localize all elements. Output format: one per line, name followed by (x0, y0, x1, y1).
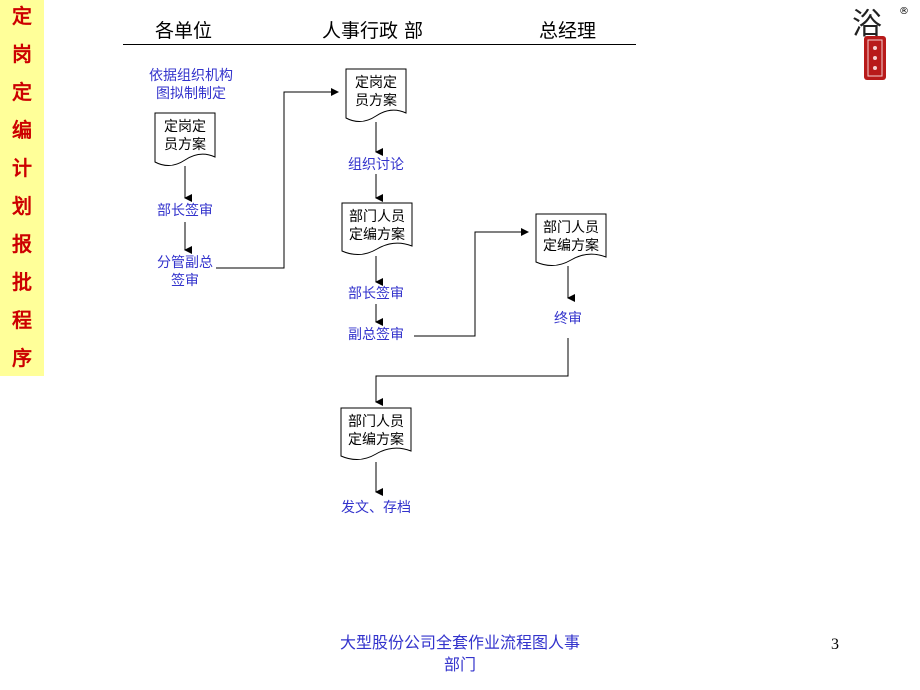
connector (216, 88, 339, 269)
connector (414, 228, 529, 337)
sidebar-char: 报 (12, 232, 32, 256)
doc-shape (341, 202, 413, 255)
column-header-hr-admin: 人事行政 部 (322, 20, 424, 42)
sidebar-char: 程 (12, 308, 32, 332)
basis-label: 依据组织机构 图拟制制定 (149, 68, 233, 102)
sidebar-char: 编 (12, 118, 32, 142)
footer-title-line2: 部门 (443, 655, 476, 674)
org-discuss-label: 组织讨论 (348, 157, 404, 173)
sidebar-char: 定 (12, 4, 32, 28)
final-review-label: 终审 (554, 311, 582, 327)
footer-title-line1: 大型股份公司全套作业流程图人事 (339, 633, 580, 652)
doc-shape (535, 213, 607, 266)
header-divider (123, 44, 636, 45)
doc-text: 定岗定 员方案 (164, 119, 206, 153)
connector (375, 338, 569, 406)
page-number: 3 (831, 636, 839, 653)
issue-archive-label: 发文、存档 (341, 500, 411, 516)
dept-head-sign-label: 部长签审 (348, 286, 404, 302)
sidebar-char: 划 (12, 194, 32, 218)
vice-sign-label: 副总签审 (348, 327, 404, 343)
sidebar-title-bar: 定 岗 定 编 计 划 报 批 程 序 (0, 0, 44, 376)
doc-shape (340, 407, 412, 460)
doc-shape (345, 68, 407, 122)
doc-text: 部门人员 定编方案 (543, 220, 599, 254)
doc-text: 部门人员 定编方案 (348, 414, 404, 448)
sidebar-char: 序 (12, 346, 32, 370)
doc-text: 定岗定 员方案 (355, 75, 397, 109)
doc-text: 部门人员 定编方案 (349, 209, 405, 243)
seal-logo-icon: 浴 (850, 6, 900, 82)
dept-head-sign-label: 部长签审 (157, 203, 213, 219)
footer-title: 大型股份公司全套作业流程图人事 部门 (300, 632, 620, 676)
doc-shape (154, 112, 216, 166)
registered-mark: ® (899, 6, 909, 17)
sidebar-char: 计 (12, 156, 32, 180)
sidebar-char: 定 (12, 80, 32, 104)
column-header-units: 各单位 (155, 20, 213, 42)
vice-sign-label: 分管副总 签审 (157, 255, 213, 289)
sidebar-char: 批 (12, 270, 32, 294)
column-header-general-manager: 总经理 (539, 20, 597, 42)
sidebar-char: 岗 (12, 42, 32, 66)
